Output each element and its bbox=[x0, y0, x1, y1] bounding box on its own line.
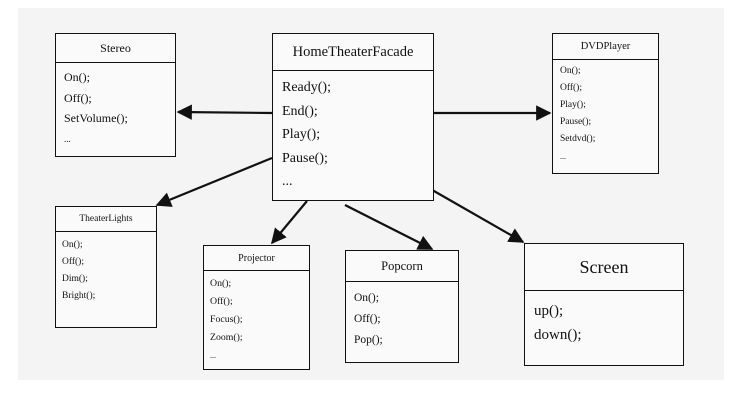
method-item: Off(); bbox=[210, 296, 233, 307]
method-item: Setdvd(); bbox=[560, 134, 596, 144]
class-title-hometheaterfacade: HomeTheaterFacade bbox=[273, 34, 433, 71]
method-item: ... bbox=[210, 351, 216, 360]
method-item: Zoom(); bbox=[210, 332, 243, 343]
method-item: ... bbox=[282, 174, 293, 189]
method-item: On(); bbox=[64, 70, 90, 84]
method-item: ... bbox=[64, 133, 71, 144]
method-item: Pause(); bbox=[560, 117, 592, 127]
method-list-theaterlights: On(); Off(); Dim(); Bright(); bbox=[56, 232, 156, 310]
method-item: ... bbox=[560, 152, 566, 161]
class-box-dvdplayer: DVDPlayer On(); Off(); Play(); Pause(); … bbox=[552, 33, 659, 174]
method-item: Bright(); bbox=[62, 291, 96, 301]
class-title-dvdplayer: DVDPlayer bbox=[553, 34, 658, 60]
method-item: On(); bbox=[210, 278, 232, 289]
class-box-projector: Projector On(); Off(); Focus(); Zoom(); … bbox=[203, 245, 310, 370]
method-item: Off(); bbox=[64, 90, 92, 105]
method-list-projector: On(); Off(); Focus(); Zoom(); ... bbox=[204, 271, 309, 369]
method-item: End(); bbox=[282, 103, 318, 119]
method-item: On(); bbox=[560, 66, 581, 76]
method-item: Focus(); bbox=[210, 314, 243, 325]
class-title-screen: Screen bbox=[525, 244, 683, 291]
method-item: Pop(); bbox=[354, 334, 383, 346]
class-box-theaterlights: TheaterLights On(); Off(); Dim(); Bright… bbox=[55, 206, 157, 328]
method-list-screen: up(); down(); bbox=[525, 291, 683, 355]
class-title-stereo: Stereo bbox=[56, 34, 175, 63]
class-box-hometheaterfacade: HomeTheaterFacade Ready(); End(); Play()… bbox=[272, 33, 434, 201]
class-title-popcorn: Popcorn bbox=[346, 251, 458, 282]
method-item: Play(); bbox=[282, 127, 321, 142]
method-item: Dim(); bbox=[62, 274, 88, 284]
method-list-popcorn: On(); Off(); Pop(); bbox=[346, 282, 458, 357]
method-item: up(); bbox=[534, 303, 564, 319]
method-item: Play(); bbox=[560, 100, 586, 110]
method-item: Off(); bbox=[354, 313, 381, 325]
method-item: On(); bbox=[354, 292, 379, 304]
class-box-stereo: Stereo On(); Off(); SetVolume(); ... bbox=[55, 33, 176, 157]
class-box-screen: Screen up(); down(); bbox=[524, 243, 684, 366]
method-item: SetVolume(); bbox=[64, 111, 128, 125]
method-item: Ready(); bbox=[282, 80, 331, 95]
method-list-dvdplayer: On(); Off(); Play(); Pause(); Setdvd(); … bbox=[553, 60, 658, 168]
class-title-projector: Projector bbox=[204, 246, 309, 271]
class-title-theaterlights: TheaterLights bbox=[56, 207, 156, 232]
method-item: Off(); bbox=[62, 257, 84, 267]
method-list-hometheaterfacade: Ready(); End(); Play(); Pause(); ... bbox=[273, 71, 433, 199]
class-box-popcorn: Popcorn On(); Off(); Pop(); bbox=[345, 250, 459, 363]
method-item: down(); bbox=[534, 327, 582, 343]
method-item: Pause(); bbox=[282, 150, 328, 166]
method-list-stereo: On(); Off(); SetVolume(); ... bbox=[56, 63, 175, 153]
method-item: Off(); bbox=[560, 83, 582, 93]
method-item: On(); bbox=[62, 240, 83, 250]
